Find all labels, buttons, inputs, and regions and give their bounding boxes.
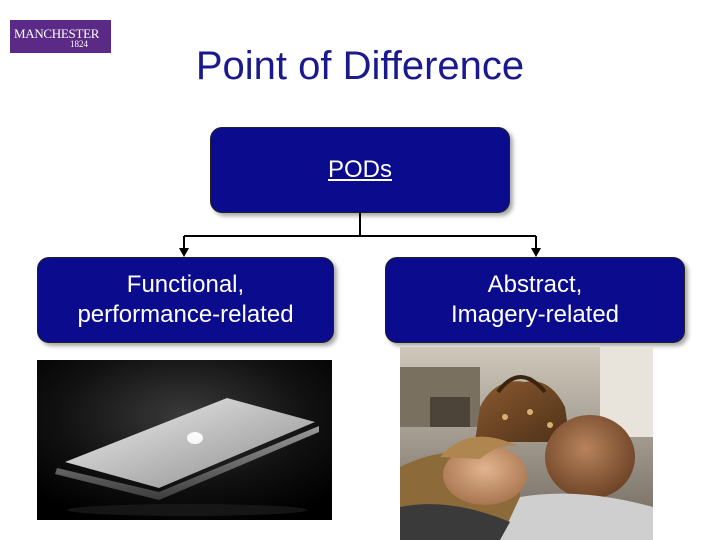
abstract-line1: Abstract,: [487, 271, 583, 298]
pods-box: PODs: [210, 127, 510, 213]
functional-box: Functional, performance-related: [37, 257, 334, 343]
functional-line1: Functional,: [126, 271, 245, 298]
logo-word: MANCHESTER: [14, 26, 100, 41]
abstract-box: Abstract, Imagery-related: [385, 257, 685, 343]
arrowhead-right: [531, 248, 541, 257]
arrowhead-left: [179, 248, 189, 257]
laptop-photo: [37, 360, 332, 520]
couple-photo: [400, 347, 653, 540]
slide-title: Point of Difference: [195, 44, 525, 88]
logo-year: 1824: [70, 39, 88, 49]
functional-line2: performance-related: [77, 301, 294, 328]
manchester-logo: MANCHESTER 1824: [10, 20, 111, 53]
abstract-line2: Imagery-related: [450, 301, 620, 328]
pods-label: PODs: [327, 156, 392, 183]
